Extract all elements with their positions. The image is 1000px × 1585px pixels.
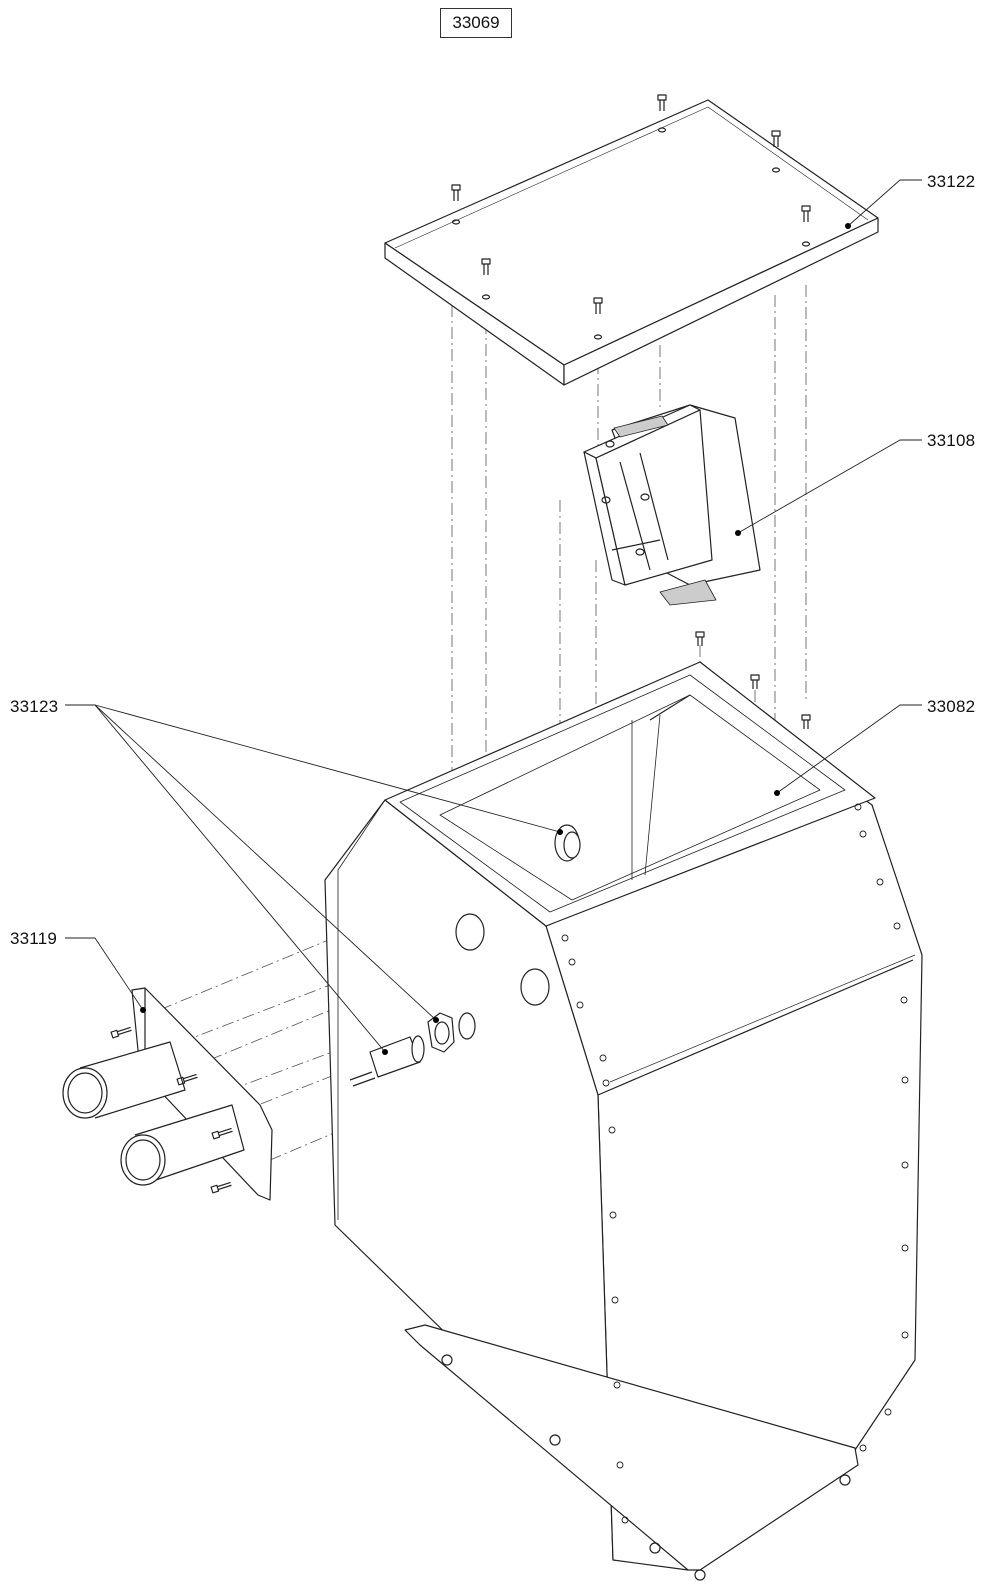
drawing-number: 33069 xyxy=(452,13,500,32)
callout-label-lid: 33122 xyxy=(927,172,976,191)
flange-screws xyxy=(110,1026,233,1194)
housing-body xyxy=(324,661,923,1581)
leader-dots xyxy=(140,223,851,1055)
callout-label-housing: 33082 xyxy=(927,697,976,716)
cable-gland xyxy=(349,1035,425,1087)
flange-tubes xyxy=(62,1041,245,1186)
callout-label-flange: 33119 xyxy=(10,929,58,948)
module-block xyxy=(583,404,761,606)
housing-screws xyxy=(695,631,811,729)
housing-rivets xyxy=(561,803,909,1524)
drawing-number-box: 33069 xyxy=(440,8,512,38)
lid-panel xyxy=(384,99,879,386)
lock-nut-outside xyxy=(427,1012,476,1053)
callout-label-module: 33108 xyxy=(927,431,976,450)
leader-lines xyxy=(65,179,922,1053)
callout-label-nut: 33123 xyxy=(10,697,59,716)
lid-screws xyxy=(451,94,811,314)
